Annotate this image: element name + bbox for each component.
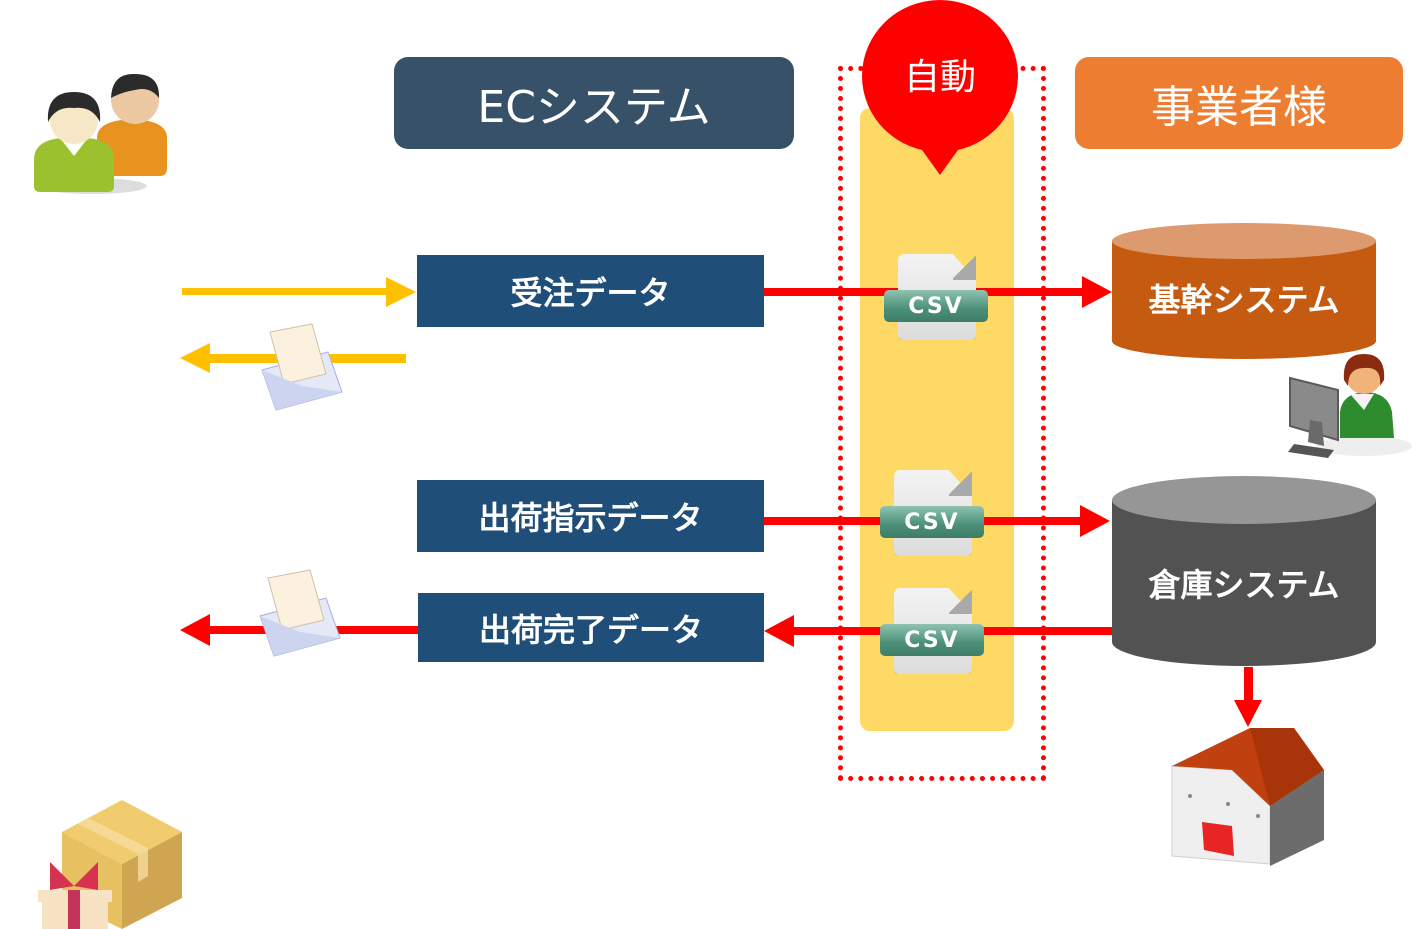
customer-order-arrowhead bbox=[386, 277, 416, 307]
auto-label: 自動 bbox=[903, 57, 976, 98]
warehouse-system-shape bbox=[1112, 476, 1376, 666]
warehouse-system-label: 倉庫システム bbox=[1148, 566, 1340, 604]
order-to-core-arrowhead bbox=[1082, 276, 1112, 308]
package-gift-icon bbox=[38, 800, 182, 929]
core-system-shape bbox=[1112, 223, 1376, 359]
warehouse-down-arrowhead bbox=[1234, 700, 1262, 727]
complete-to-customer-arrowhead bbox=[180, 614, 210, 646]
order-confirm-arrowhead bbox=[180, 343, 210, 373]
csv-file-icon: CSV bbox=[880, 588, 984, 680]
order-data-box: 受注データ bbox=[417, 255, 764, 327]
shipping-complete-label: 出荷完了データ bbox=[478, 610, 703, 649]
csv-label: CSV bbox=[880, 624, 984, 656]
customers-icon bbox=[34, 73, 167, 194]
warehouse-system-cylinder: 倉庫システム bbox=[1112, 476, 1376, 666]
mail-icon bbox=[261, 323, 343, 411]
customer-order-arrow-line bbox=[182, 288, 388, 295]
ec-system-header-label: ECシステム bbox=[477, 82, 711, 133]
warehouse-down-arrow-line bbox=[1244, 667, 1253, 703]
shipping-complete-box: 出荷完了データ bbox=[418, 593, 764, 662]
instruction-to-warehouse-arrowhead bbox=[1080, 505, 1110, 537]
core-system-cylinder: 基幹システム bbox=[1112, 223, 1376, 359]
csv-label: CSV bbox=[884, 290, 988, 322]
warehouse-icon bbox=[1171, 728, 1324, 866]
csv-file-icon: CSV bbox=[884, 254, 988, 346]
csv-label: CSV bbox=[880, 506, 984, 538]
shipping-instruction-box: 出荷指示データ bbox=[417, 480, 764, 552]
csv-file-icon: CSV bbox=[880, 470, 984, 562]
shipping-instruction-label: 出荷指示データ bbox=[478, 499, 703, 537]
order-data-label: 受注データ bbox=[510, 274, 671, 312]
mail-icon bbox=[259, 569, 341, 657]
ec-system-header: ECシステム bbox=[394, 57, 794, 149]
operator-icon bbox=[1288, 354, 1412, 458]
business-header-label: 事業者様 bbox=[1151, 82, 1327, 133]
business-header: 事業者様 bbox=[1075, 57, 1403, 149]
auto-bubble bbox=[862, 0, 1018, 175]
warehouse-to-complete-arrowhead bbox=[764, 615, 794, 647]
core-system-label: 基幹システム bbox=[1148, 281, 1340, 319]
